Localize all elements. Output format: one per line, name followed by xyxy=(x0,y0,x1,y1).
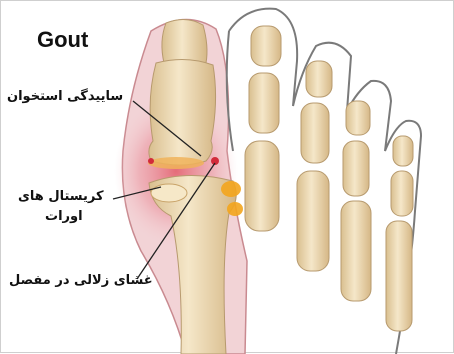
label-urate-crystals-line2: اورات xyxy=(45,209,83,224)
label-synovium: غشای زلالی در مفصل xyxy=(9,273,153,288)
diagram-title: Gout xyxy=(37,27,88,53)
label-urate-crystals-line1: کریستال های xyxy=(18,189,104,204)
lesser-toe-bones xyxy=(245,26,413,331)
label-bone-erosion: ساییدگی استخوان xyxy=(7,89,123,104)
